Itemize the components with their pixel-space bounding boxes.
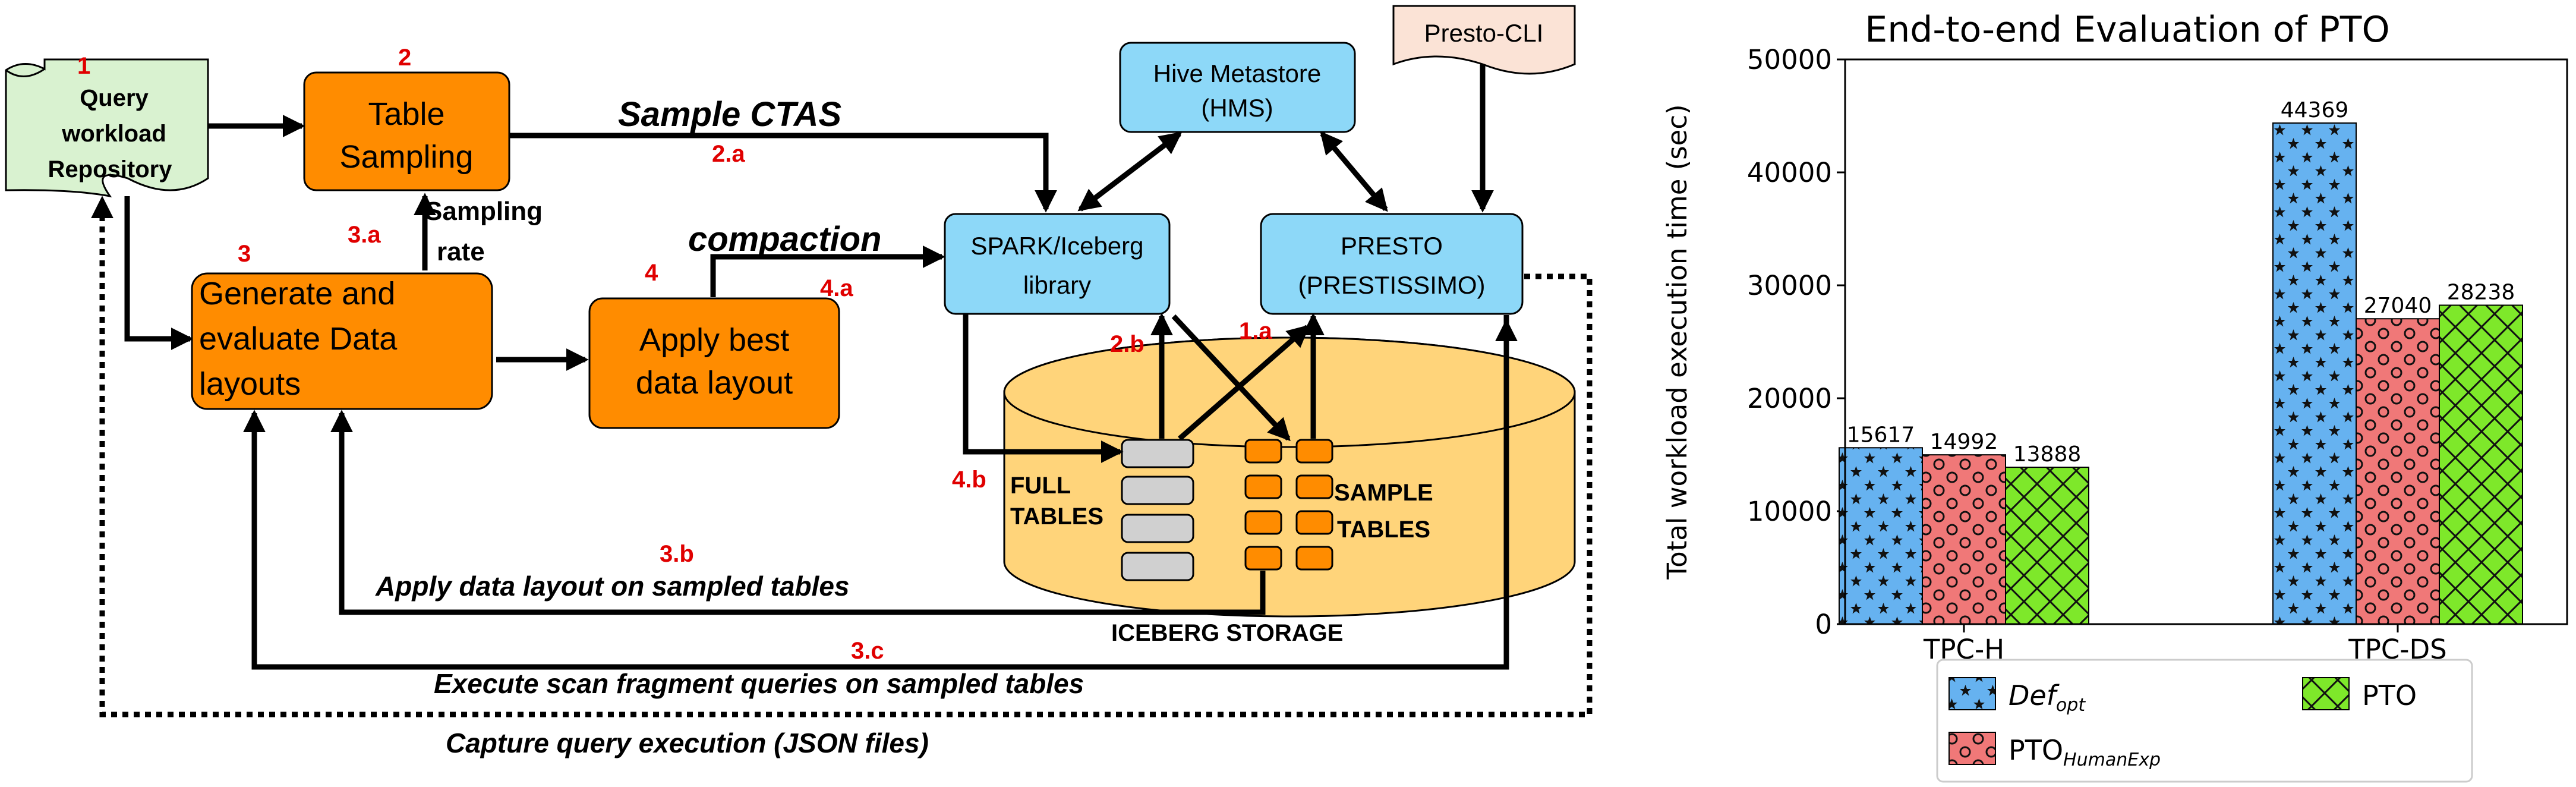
sample-tables-label-1: SAMPLE: [1334, 480, 1433, 506]
legend-label-pto-humanexp: PTOHumanExp: [2009, 734, 2161, 770]
spark-label-1: SPARK/Iceberg: [970, 232, 1143, 260]
step-4: 4: [645, 260, 658, 286]
table-sampling-node: [303, 71, 510, 191]
step-2b: 2.b: [1110, 331, 1144, 357]
edge-hms-spark: [1077, 131, 1183, 212]
edge-sample-ctas: [510, 133, 1057, 213]
apply-label-1: Apply best: [639, 322, 789, 358]
y-tick-label: 30000: [1747, 270, 1832, 301]
legend-swatch-pto-humanexp: [1948, 732, 1996, 765]
apply-sampled-label: Apply data layout on sampled tables: [375, 571, 850, 602]
y-tick-label: 50000: [1747, 44, 1832, 75]
presto-cli-label: Presto-CLI: [1424, 19, 1544, 47]
edge-spark-to-full: [963, 314, 1124, 463]
edge-spark-to-sample: [1171, 314, 1291, 442]
step-2: 2: [398, 45, 411, 71]
sample-tables-icons: [1244, 439, 1333, 571]
step-1: 1: [77, 53, 90, 79]
spark-label-2: library: [1023, 271, 1091, 299]
step-3b: 3.b: [660, 541, 694, 567]
repository-label-3: Repository: [48, 156, 173, 182]
step-3a: 3.a: [348, 222, 381, 248]
legend-swatch-def-opt: [1948, 677, 1996, 710]
y-axis-label: Total workload execution time (sec): [1661, 104, 1693, 580]
presto-cli-node: [1392, 5, 1576, 75]
edge-compaction: [710, 245, 945, 297]
edge-repo-to-generate: [124, 196, 194, 350]
bar-tpc-ds-2: [2439, 304, 2523, 625]
presto-label-2: (PRESTISSIMO): [1298, 271, 1485, 299]
evaluation-bar-chart: End-to-end Evaluation of PTO Total workl…: [1661, 9, 2568, 783]
step-3: 3: [238, 241, 251, 267]
generate-label-3: layouts: [199, 366, 301, 402]
execute-scan-label: Execute scan fragment queries on sampled…: [434, 668, 1084, 699]
repository-label-2: workload: [61, 121, 166, 147]
bar-tpc-ds-0: [2272, 122, 2357, 625]
hms-label-1: Hive Metastore: [1153, 59, 1321, 87]
legend-label-def-opt: Defopt: [2009, 679, 2086, 716]
bar-tpc-h-1: [1922, 454, 2006, 625]
edge-apply-sampled: [330, 410, 1266, 615]
bar-tpc-h-0: [1839, 447, 1923, 625]
apply-best-layout-node: [588, 297, 840, 429]
full-tables-icons: [1121, 439, 1194, 581]
sample-ctas-label: Sample CTAS: [618, 95, 841, 134]
bar-value-label: 27040: [2364, 294, 2432, 318]
query-workload-repository: [5, 58, 209, 198]
y-axis-ticks: 0 10000 20000 30000 40000 50000: [1747, 44, 1845, 640]
chart-title: End-to-end Evaluation of PTO: [1865, 9, 2389, 51]
hms-label-2: (HMS): [1201, 94, 1273, 122]
hive-metastore-node: [1119, 42, 1356, 133]
sample-tables-label-2: TABLES: [1337, 517, 1430, 543]
repository-label-1: Query: [80, 85, 149, 111]
plot-frame: [1844, 58, 2568, 625]
generate-evaluate-node: [191, 272, 493, 410]
bar-tpc-ds-1: [2356, 318, 2440, 625]
step-4a: 4.a: [820, 275, 853, 301]
sampling-rate-label-2: rate: [437, 237, 485, 266]
step-1a: 1.a: [1239, 318, 1272, 344]
step-3c: 3.c: [851, 638, 884, 664]
sampling-label-1: Table: [368, 96, 444, 132]
full-tables-label-2: TABLES: [1010, 503, 1103, 530]
y-tick-label: 20000: [1747, 383, 1832, 414]
storage-label: ICEBERG STORAGE: [1111, 620, 1343, 646]
step-4b: 4.b: [952, 467, 986, 493]
bar-value-label: 15617: [1847, 423, 1915, 447]
bar-value-label: 28238: [2447, 280, 2515, 304]
edge-full-to-presto: [1178, 325, 1310, 441]
pipeline-diagram: Query workload Repository Table Sampling…: [5, 5, 1593, 758]
apply-label-2: data layout: [636, 365, 793, 401]
y-tick-label: 10000: [1747, 496, 1832, 527]
capture-label: Capture query execution (JSON files): [446, 728, 929, 758]
presto-label-1: PRESTO: [1341, 232, 1443, 260]
legend-swatch-pto: [2302, 677, 2350, 710]
bar-value-label: 13888: [2013, 442, 2082, 467]
bars: [1839, 122, 2523, 625]
edge-hms-presto: [1320, 131, 1388, 212]
y-tick-label: 0: [1815, 609, 1832, 640]
y-tick-label: 40000: [1747, 157, 1832, 188]
spark-iceberg-node: [944, 213, 1171, 315]
edge-capture-dotted: [91, 196, 1593, 717]
compaction-label: compaction: [688, 220, 882, 259]
step-2a: 2.a: [712, 141, 745, 167]
legend-label-pto: PTO: [2362, 679, 2417, 712]
iceberg-storage-cylinder: [1003, 336, 1576, 618]
bar-value-label: 14992: [1930, 430, 1998, 454]
sampling-label-2: Sampling: [339, 139, 473, 175]
sampling-rate-label-1: Sampling: [425, 197, 543, 226]
generate-label-2: evaluate Data: [199, 321, 398, 357]
bar-value-labels: 15617 14992 13888 44369 27040 28238: [1847, 98, 2515, 467]
bar-value-label: 44369: [2281, 98, 2349, 122]
bar-tpc-h-2: [2005, 467, 2089, 625]
generate-label-1: Generate and: [199, 276, 395, 311]
legend: Defopt PTOHumanExp PTO: [1936, 659, 2473, 783]
presto-node: [1260, 213, 1524, 315]
full-tables-label-1: FULL: [1010, 473, 1071, 499]
